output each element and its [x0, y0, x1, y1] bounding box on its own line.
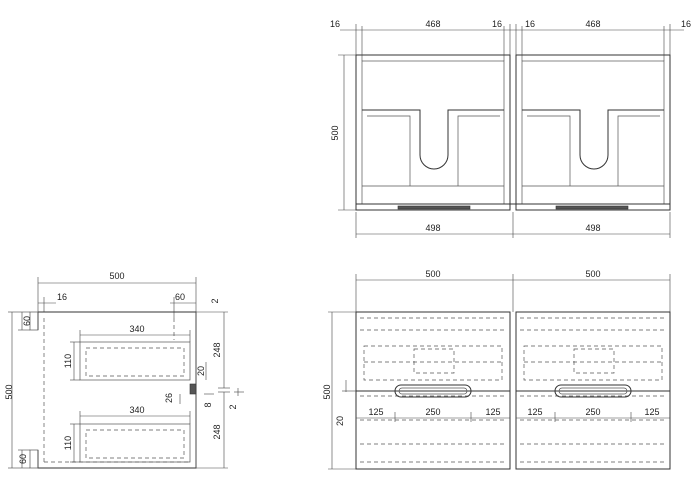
top-right-handle [555, 205, 629, 210]
top-dim-16-b: 16 [492, 19, 502, 29]
side-dim-340-upper: 340 [129, 324, 144, 334]
top-dim-depth: 500 [330, 125, 340, 140]
front-left-handle [394, 384, 472, 398]
front-dim-250-a: 250 [425, 407, 440, 417]
side-dim-26: 26 [164, 393, 174, 403]
front-dim-125-c: 125 [527, 407, 542, 417]
front-view: 500 500 500 [322, 269, 671, 470]
top-dim-498-a: 498 [425, 223, 440, 233]
front-right-handle [554, 384, 632, 398]
front-dim-height: 500 [322, 384, 332, 399]
side-dim-height-500: 500 [4, 384, 14, 399]
front-dim-125-b: 125 [485, 407, 500, 417]
top-dim-468-a: 468 [425, 19, 440, 29]
side-drawer-upper [79, 341, 191, 381]
front-dim-125-a: 125 [368, 407, 383, 417]
front-dim-125-d: 125 [644, 407, 659, 417]
top-dim-16-c: 16 [525, 19, 535, 29]
side-dim-60-left-bottom: 60 [18, 454, 28, 464]
top-dim-16-d: 16 [681, 19, 691, 29]
side-dim-500: 500 [109, 271, 124, 281]
front-dim-500-left: 500 [425, 269, 440, 279]
side-dim-20: 20 [196, 366, 206, 376]
side-view: 500 16 60 340 340 110 [4, 271, 244, 469]
top-left-body [355, 54, 511, 211]
side-handle [189, 383, 197, 395]
side-dim-60-left-top: 60 [22, 316, 32, 326]
side-dim-110-lower: 110 [63, 436, 73, 450]
side-dim-2-top: 2 [210, 298, 220, 303]
front-dim-20: 20 [335, 416, 345, 426]
side-dim-2-right: 2 [228, 404, 238, 409]
top-dim-16-a: 16 [330, 19, 340, 29]
side-dim-16: 16 [57, 292, 67, 302]
front-dim-250-b: 250 [585, 407, 600, 417]
top-dim-498-b: 498 [585, 223, 600, 233]
top-right-body [515, 54, 671, 211]
top-dim-468-b: 468 [585, 19, 600, 29]
side-dim-248-lower: 248 [212, 424, 222, 439]
side-dim-340-lower: 340 [129, 405, 144, 415]
side-dim-8: 8 [203, 402, 213, 407]
top-view: 16 468 16 16 468 16 500 498 498 [330, 19, 691, 238]
top-left-handle [397, 205, 471, 210]
front-dim-500-right: 500 [585, 269, 600, 279]
side-dim-60-top: 60 [175, 292, 185, 302]
side-dim-110-upper: 110 [63, 354, 73, 368]
side-dim-248-upper: 248 [212, 342, 222, 357]
side-drawer-lower [79, 423, 191, 463]
